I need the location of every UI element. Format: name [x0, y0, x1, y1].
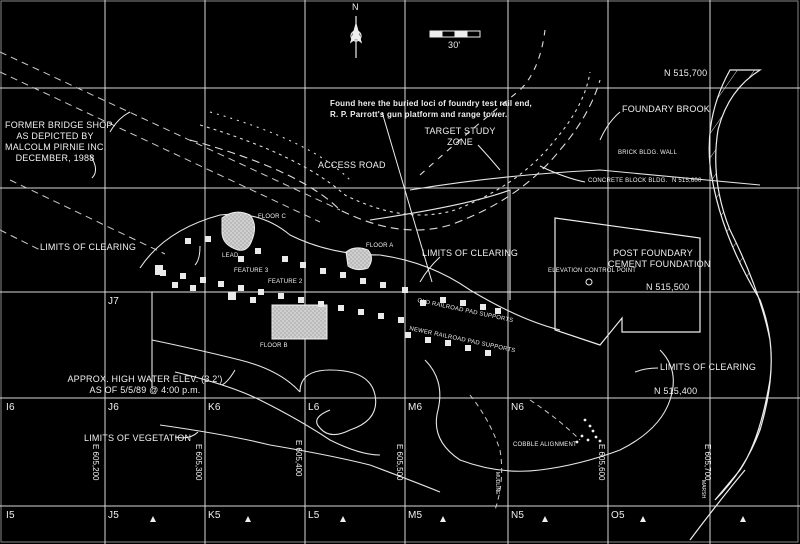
easting-605600: E 605,600	[597, 444, 606, 481]
foundary-brook-label: FOUNDARY BROOK	[622, 104, 710, 114]
lead-label: LEAD	[222, 253, 239, 259]
high-water-label: APPROX. HIGH WATER ELEV. (3.2') AS OF 5/…	[60, 374, 230, 396]
brook-edge	[689, 469, 746, 541]
access-road-label: ACCESS ROAD	[318, 160, 386, 170]
cement-foundation	[554, 217, 701, 346]
northing-515500: N 515,500	[646, 282, 690, 292]
grid-l6: L6	[308, 402, 320, 413]
clearing-outline	[139, 213, 674, 493]
scale-bar-icon	[429, 30, 481, 38]
north-arrow-icon	[349, 16, 363, 58]
floor-b	[271, 304, 328, 340]
post-foundary-label: POST FOUNDARY CEMENT FOUNDATION	[608, 248, 711, 270]
bridge-shop-line-2: AS DEPICTED BY	[16, 131, 94, 141]
north-symbol: N	[352, 2, 359, 12]
easting-605300: E 605,300	[194, 444, 203, 481]
elevation-control-point-icon	[585, 278, 593, 286]
high-water-line-1: APPROX. HIGH WATER ELEV. (3.2')	[67, 374, 223, 384]
grid-k5: K5	[208, 510, 221, 521]
bridge-shop-label: FORMER BRIDGE SHOP AS DEPICTED BY MALCOL…	[5, 120, 113, 164]
northing-515400: N 515,400	[654, 386, 698, 396]
cobble-alignment-label: COBBLE ALIGNMENT	[513, 442, 577, 448]
leader-lines	[89, 111, 659, 439]
feature-3-label: FEATURE 3	[234, 268, 269, 274]
bridge-shop-line-4: DECEMBER, 1988	[15, 153, 95, 163]
floor-c-label: FLOOR C	[258, 214, 287, 220]
foundary-brook	[708, 69, 772, 501]
grid-j6: J6	[108, 402, 119, 413]
floor-c	[221, 211, 256, 251]
grid-o5: O5	[611, 510, 625, 521]
bridge-shop-line-3: MALCOLM PIRNIE INC.	[5, 142, 107, 152]
limits-vegetation-label: LIMITS OF VEGETATION	[84, 433, 192, 443]
found-here-line-1: Found here the buried loci of foundry te…	[330, 99, 532, 108]
grid-i5: I5	[6, 510, 15, 521]
limits-clearing-center-label: LIMITS OF CLEARING	[422, 248, 519, 258]
grid-n6: N6	[511, 402, 525, 413]
mudline-label: MUDLINE	[494, 472, 500, 495]
newer-railroad-pad-supports	[155, 236, 491, 356]
limits-clearing-left-label: LIMITS OF CLEARING	[40, 242, 137, 252]
found-here-label: Found here the buried loci of foundry te…	[330, 98, 532, 120]
easting-605500: E 605,500	[395, 444, 404, 481]
post-foundary-line-2: CEMENT FOUNDATION	[608, 259, 711, 269]
old-railroad-pad-supports	[160, 270, 501, 323]
marsh-label: MARSH	[700, 480, 706, 499]
concrete-block-bldg-label: CONCRETE BLOCK BLDG.	[588, 178, 668, 184]
limits-clearing-right-label: LIMITS OF CLEARING	[660, 362, 757, 372]
scale-label: 30'	[448, 40, 461, 50]
high-water-line-2: AS OF 5/5/89 @ 4:00 p.m.	[89, 385, 201, 395]
easting-605700: E 605,700	[703, 444, 712, 481]
floor-b-label: FLOOR B	[260, 343, 288, 349]
n515600-label: N 515,600	[672, 178, 702, 184]
brick-bldg-wall-label: BRICK BLDG. WALL	[618, 150, 677, 156]
access-road	[189, 29, 601, 231]
floor-a-label: FLOOR A	[366, 243, 394, 249]
mudline	[469, 394, 581, 511]
grid-l5: L5	[308, 510, 320, 521]
post-foundary-line-1: POST FOUNDARY	[613, 248, 693, 258]
grid-k6: K6	[208, 402, 221, 413]
grid-i6: I6	[6, 402, 15, 413]
grid-m6: M6	[408, 402, 423, 413]
target-study-label: TARGET STUDY ZONE	[420, 126, 500, 148]
northing-515700: N 515,700	[664, 68, 708, 78]
target-study-line-1: TARGET STUDY	[424, 126, 496, 136]
target-study-line-2: ZONE	[447, 137, 473, 147]
boundary-ticks	[150, 516, 746, 522]
cobble-alignment	[575, 418, 602, 444]
grid-n5: N5	[511, 510, 525, 521]
grid-m5: M5	[408, 510, 423, 521]
target-study-zone	[369, 169, 761, 300]
found-here-line-2: R. P. Parrott's gun platform and range t…	[330, 110, 508, 119]
feature-2-label: FEATURE 2	[268, 279, 303, 285]
easting-605400: E 605,400	[294, 440, 303, 477]
grid-j5: J5	[108, 510, 119, 521]
bridge-shop-outline	[0, 51, 341, 255]
elevation-control-label: ELEVATION CONTROL POINT	[548, 268, 637, 274]
floor-a	[345, 247, 372, 271]
grid-j7: J7	[108, 296, 119, 307]
bridge-shop-line-1: FORMER BRIDGE SHOP	[5, 120, 113, 130]
easting-605200: E 605,200	[91, 444, 100, 481]
